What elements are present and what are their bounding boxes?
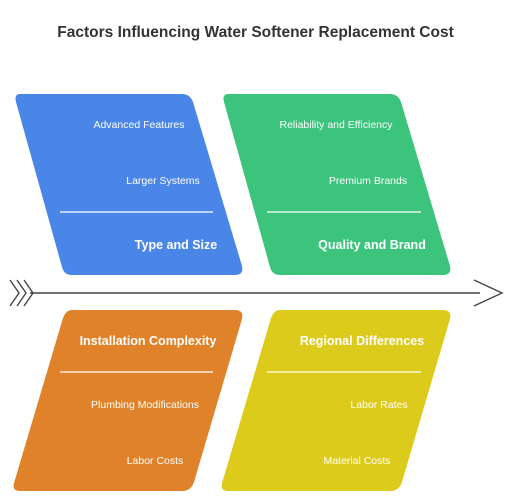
quality-brand-item-2: Premium Brands — [328, 175, 408, 187]
quality-brand-item-1: Reliability and Efficiency — [279, 119, 393, 131]
installation-item-1: Plumbing Modifications — [91, 399, 199, 411]
type-size-item-2: Larger Systems — [126, 175, 200, 187]
regional-heading: Regional Differences — [299, 334, 425, 348]
diagram-title: Factors Influencing Water Softener Repla… — [57, 24, 454, 41]
branch-type-size-shape — [15, 94, 243, 275]
regional-item-1: Labor Rates — [350, 399, 408, 411]
type-size-item-1: Advanced Features — [93, 119, 185, 131]
spine-tail-2 — [16, 279, 27, 307]
branch-regional-shape — [221, 310, 451, 491]
spine-arrowhead — [473, 279, 504, 307]
type-size-heading: Type and Size — [134, 238, 218, 252]
regional-item-2: Material Costs — [323, 455, 391, 467]
quality-brand-heading: Quality and Brand — [318, 238, 426, 252]
branch-installation-shape — [13, 310, 243, 491]
spine-tail-1 — [9, 279, 20, 307]
branch-quality-brand-shape — [223, 94, 451, 275]
installation-item-2: Labor Costs — [126, 455, 184, 467]
spine-tail-3 — [23, 279, 34, 307]
installation-heading: Installation Complexity — [79, 334, 217, 348]
